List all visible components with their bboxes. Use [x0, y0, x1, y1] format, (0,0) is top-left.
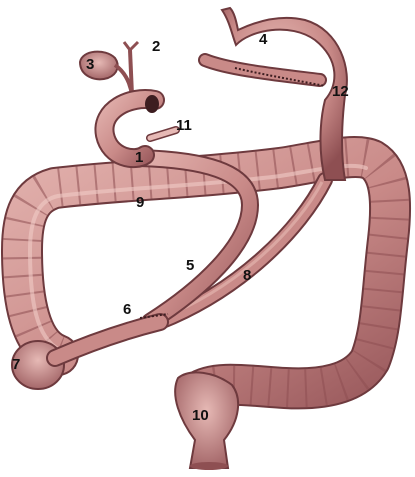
- label-3: 3: [86, 57, 94, 72]
- label-12: 12: [332, 84, 349, 99]
- label-9: 9: [136, 195, 144, 210]
- label-7: 7: [12, 357, 20, 372]
- label-1: 1: [135, 150, 143, 165]
- label-6: 6: [123, 302, 131, 317]
- label-2: 2: [152, 39, 160, 54]
- label-11: 11: [176, 118, 192, 133]
- label-4: 4: [259, 32, 267, 47]
- label-5: 5: [186, 258, 194, 273]
- terminal-ileum: [55, 314, 168, 358]
- label-8: 8: [243, 268, 251, 283]
- label-10: 10: [192, 408, 209, 423]
